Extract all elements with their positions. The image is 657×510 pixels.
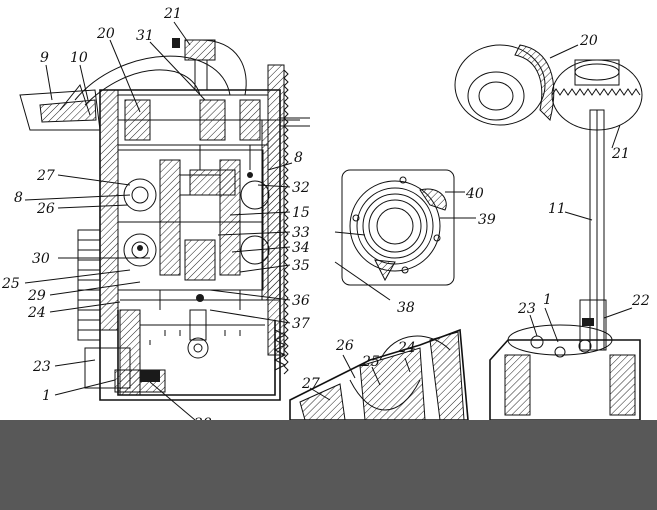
callout-35: 35 (292, 258, 310, 274)
callout-37: 37 (292, 316, 310, 332)
callout-15: 15 (292, 205, 310, 221)
callout-32: 32 (292, 180, 310, 196)
callout-21: 21 (163, 6, 182, 22)
callout-24-crank: 24 (397, 340, 416, 356)
main-section-view (19, 38, 310, 401)
callout-27: 27 (36, 168, 55, 184)
callout-21-shaft: 21 (611, 146, 630, 162)
callout-34: 34 (292, 240, 310, 256)
callout-25-crank: 25 (361, 354, 380, 370)
redaction-band (0, 420, 657, 510)
callout-9: 9 (40, 50, 49, 66)
callout-1-shaft: 1 (543, 292, 552, 308)
callout-27-crank: 27 (301, 376, 320, 392)
callout-29: 29 (27, 288, 46, 304)
callout-40: 40 (465, 186, 484, 202)
callout-30: 30 (32, 251, 50, 267)
gear-teeth-right (283, 69, 289, 375)
callout-8-right: 8 (294, 150, 303, 166)
flywheel-fins (77, 229, 101, 341)
callout-26-crank: 26 (335, 338, 354, 354)
callout-36: 36 (292, 293, 310, 309)
callout-39: 39 (478, 212, 496, 228)
callout-23: 23 (32, 359, 51, 375)
callout-24: 24 (27, 305, 46, 321)
callout-8-left: 8 (14, 190, 23, 206)
callout-11-shaft: 11 (548, 201, 566, 217)
callout-22-shaft: 22 (631, 293, 650, 309)
callout-33: 33 (292, 225, 310, 241)
detail-pump-view: 40 39 38 (334, 169, 496, 316)
callout-20: 20 (96, 26, 115, 42)
shaft-gear-view: 20 21 11 22 23 1 (454, 33, 650, 421)
main-leader-lines (24, 21, 293, 421)
callout-25: 25 (1, 276, 20, 292)
main-callouts: 21 31 20 10 9 8 27 8 26 32 15 33 34 30 3… (1, 6, 310, 432)
callout-26: 26 (36, 201, 55, 217)
callout-10: 10 (70, 50, 88, 66)
callout-1: 1 (42, 388, 51, 404)
callout-23-shaft: 23 (517, 301, 536, 317)
crankshaft-section-view: 27 26 25 24 (289, 328, 469, 421)
callout-38: 38 (397, 300, 415, 316)
callout-31: 31 (136, 28, 154, 44)
callout-20-shaft: 20 (579, 33, 598, 49)
